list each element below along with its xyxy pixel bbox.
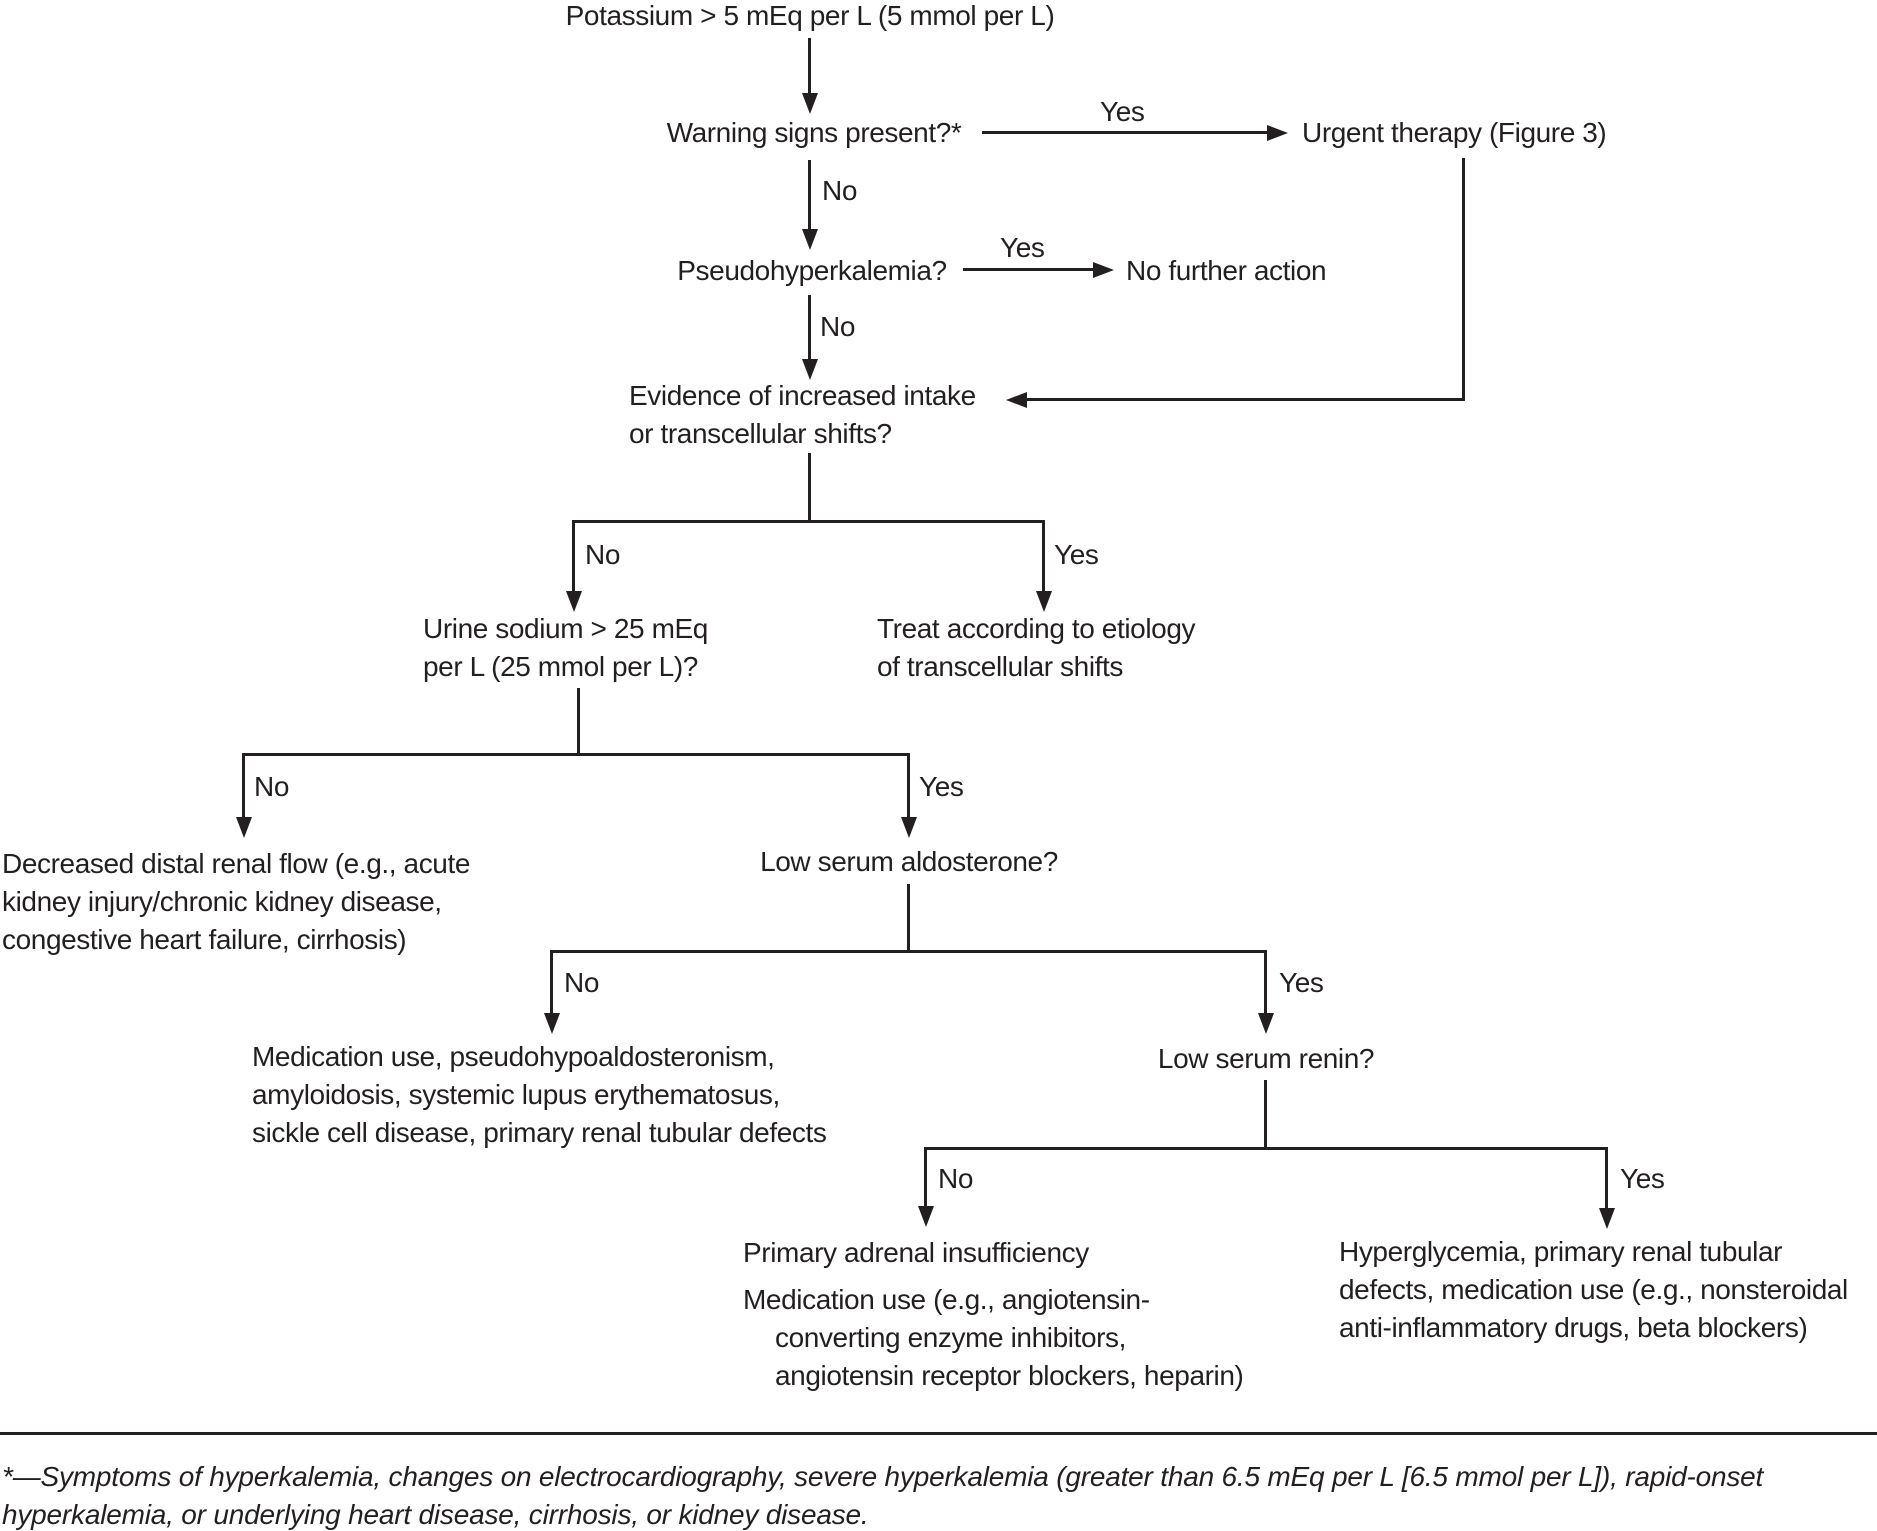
connector-warning-yes <box>982 131 1268 134</box>
footnote-line-1: *—Symptoms of hyperkalemia, changes on e… <box>2 1461 1764 1492</box>
label-yes-pseudo: Yes <box>1000 232 1045 263</box>
connector-branch1-horizontal <box>572 520 1045 523</box>
arrowhead-down-icon <box>802 229 818 250</box>
label-no-pseudo: No <box>820 311 855 342</box>
connector-branch3-yes-drop <box>1264 950 1267 1014</box>
node-medication-causes: Medication use, pseudohypoaldosteronism,… <box>252 1038 827 1152</box>
node-evidence-intake-question: Evidence of increased intake or transcel… <box>629 377 976 453</box>
arrowhead-down-icon <box>918 1206 934 1227</box>
node-decreased-renal-flow: Decreased distal renal flow (e.g., acute… <box>2 845 470 959</box>
arrowhead-down-icon <box>544 1013 560 1034</box>
arrowhead-down-icon <box>901 817 917 838</box>
connector-branch2-yes-drop <box>907 753 910 819</box>
connector-aldosterone-stem <box>907 884 910 951</box>
medication-causes-line-3: sickle cell disease, primary renal tubul… <box>252 1117 827 1148</box>
connector-start-to-warning <box>808 38 811 94</box>
connector-branch2-horizontal <box>242 753 910 756</box>
node-low-serum-aldosterone-question: Low serum aldosterone? <box>760 846 1058 877</box>
arrowhead-left-icon <box>1006 392 1027 408</box>
arrowhead-down-icon <box>1599 1208 1615 1229</box>
medication-causes-line-1: Medication use, pseudohypoaldosteronism, <box>252 1041 775 1072</box>
treat-line-2: of transcellular shifts <box>877 651 1124 682</box>
medication-use-line-2: converting enzyme inhibitors, <box>775 1322 1127 1353</box>
node-primary-adrenal-insufficiency: Primary adrenal insufficiency <box>743 1237 1089 1268</box>
connector-branch4-no-drop <box>924 1147 927 1207</box>
connector-branch1-yes-drop <box>1042 520 1045 593</box>
footnote-divider-rule <box>0 1432 1877 1435</box>
label-yes-branch2: Yes <box>919 771 964 802</box>
connector-evidence-stem <box>808 453 811 521</box>
hyperglycemia-line-3: anti-inflammatory drugs, beta blockers) <box>1339 1312 1808 1343</box>
medication-use-line-3: angiotensin receptor blockers, heparin) <box>775 1360 1244 1391</box>
hyperglycemia-line-1: Hyperglycemia, primary renal tubular <box>1339 1236 1783 1267</box>
connector-branch3-horizontal <box>550 950 1267 953</box>
connector-branch4-horizontal <box>924 1147 1608 1150</box>
arrowhead-down-icon <box>802 359 818 380</box>
evidence-line-1: Evidence of increased intake <box>629 380 976 411</box>
node-low-serum-renin-question: Low serum renin? <box>1157 1043 1375 1074</box>
node-urgent-therapy: Urgent therapy (Figure 3) <box>1302 117 1607 148</box>
label-yes-warning: Yes <box>1100 96 1145 127</box>
footnote-line-2: hyperkalemia, or underlying heart diseas… <box>2 1499 869 1530</box>
label-no-warning: No <box>822 175 857 206</box>
label-no-branch2: No <box>254 771 289 802</box>
decreased-flow-line-2: kidney injury/chronic kidney disease, <box>2 886 442 917</box>
node-hyperglycemia-causes: Hyperglycemia, primary renal tubular def… <box>1339 1233 1848 1347</box>
node-warning-signs-question: Warning signs present?* <box>666 117 962 148</box>
arrowhead-down-icon <box>236 817 252 838</box>
connector-urgent-return-horizontal <box>1026 398 1465 401</box>
hyperglycemia-line-2: defects, medication use (e.g., nonsteroi… <box>1339 1274 1848 1305</box>
connector-urine-stem <box>577 688 580 754</box>
urine-line-1: Urine sodium > 25 mEq <box>423 613 708 644</box>
label-yes-branch3: Yes <box>1279 967 1324 998</box>
connector-warning-to-pseudo <box>808 160 811 230</box>
node-pseudohyperkalemia-question: Pseudohyperkalemia? <box>677 255 947 286</box>
connector-branch1-no-drop <box>572 520 575 593</box>
connector-pseudo-yes <box>963 268 1094 271</box>
node-potassium-start: Potassium > 5 mEq per L (5 mmol per L) <box>565 0 1055 31</box>
node-urine-sodium-question: Urine sodium > 25 mEq per L (25 mmol per… <box>423 610 708 686</box>
node-no-further-action: No further action <box>1126 255 1327 286</box>
connector-pseudo-to-evidence <box>808 295 811 360</box>
medication-causes-line-2: amyloidosis, systemic lupus erythematosu… <box>252 1079 780 1110</box>
arrowhead-down-icon <box>802 93 818 114</box>
decreased-flow-line-1: Decreased distal renal flow (e.g., acute <box>2 848 471 879</box>
arrowhead-right-icon <box>1267 125 1288 141</box>
evidence-line-2: or transcellular shifts? <box>629 418 892 449</box>
label-yes-branch1: Yes <box>1054 539 1099 570</box>
arrowhead-right-icon <box>1093 262 1114 278</box>
connector-branch2-no-drop <box>242 753 245 819</box>
treat-line-1: Treat according to etiology <box>877 613 1196 644</box>
arrowhead-down-icon <box>1258 1013 1274 1034</box>
medication-use-line-1: Medication use (e.g., angiotensin- <box>743 1284 1150 1315</box>
node-medication-use-acei: Medication use (e.g., angiotensin- conve… <box>743 1281 1244 1395</box>
node-treat-etiology: Treat according to etiology of transcell… <box>877 610 1196 686</box>
label-no-branch3: No <box>564 967 599 998</box>
label-no-branch4: No <box>938 1163 973 1194</box>
connector-urgent-return-vertical <box>1462 158 1465 401</box>
arrowhead-down-icon <box>1036 591 1052 612</box>
label-no-branch1: No <box>585 539 620 570</box>
arrowhead-down-icon <box>566 591 582 612</box>
connector-branch3-no-drop <box>550 950 553 1014</box>
connector-renin-stem <box>1264 1080 1267 1148</box>
connector-branch4-yes-drop <box>1605 1147 1608 1209</box>
urine-line-2: per L (25 mmol per L)? <box>423 651 698 682</box>
decreased-flow-line-3: congestive heart failure, cirrhosis) <box>2 924 407 955</box>
label-yes-branch4: Yes <box>1620 1163 1665 1194</box>
